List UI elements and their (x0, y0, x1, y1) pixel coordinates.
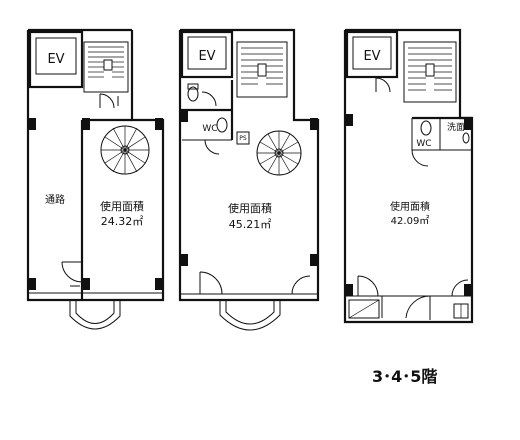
washroom-label: 洗面 (447, 121, 465, 133)
stairwell (236, 41, 288, 98)
corridor-label: 通路 (45, 193, 65, 206)
plan-5f: EV WC 洗面 (343, 28, 474, 324)
elevator-label: EV (198, 49, 215, 64)
toilet-fixture (420, 120, 432, 136)
elevator-shaft (345, 30, 399, 79)
usable-area-label: 使用面積 (100, 199, 144, 213)
stairwell (83, 41, 129, 93)
usable-area-label: 使用面積 (390, 200, 430, 213)
wc-label: WC (416, 139, 431, 149)
wc-label: WC (202, 124, 217, 134)
usable-area-label: 使用面積 (228, 201, 272, 215)
plan-4f: EV WC PS (178, 28, 320, 331)
usable-area-value: 45.21㎡ (229, 218, 272, 231)
elevator-label: EV (47, 52, 64, 67)
floors-caption: 3･4･5階 (372, 367, 437, 386)
ps-label: PS (239, 135, 247, 142)
elevator-car (187, 36, 227, 70)
stairwell (403, 41, 457, 103)
usable-area-value: 24.32㎡ (101, 215, 144, 228)
elevator-car (35, 37, 77, 75)
plan-3f: EV (26, 28, 165, 330)
usable-area-value: 42.09㎡ (391, 215, 430, 227)
elevator-label: EV (363, 49, 380, 64)
toilet-fixture (187, 86, 199, 102)
elevator-car (352, 36, 392, 70)
